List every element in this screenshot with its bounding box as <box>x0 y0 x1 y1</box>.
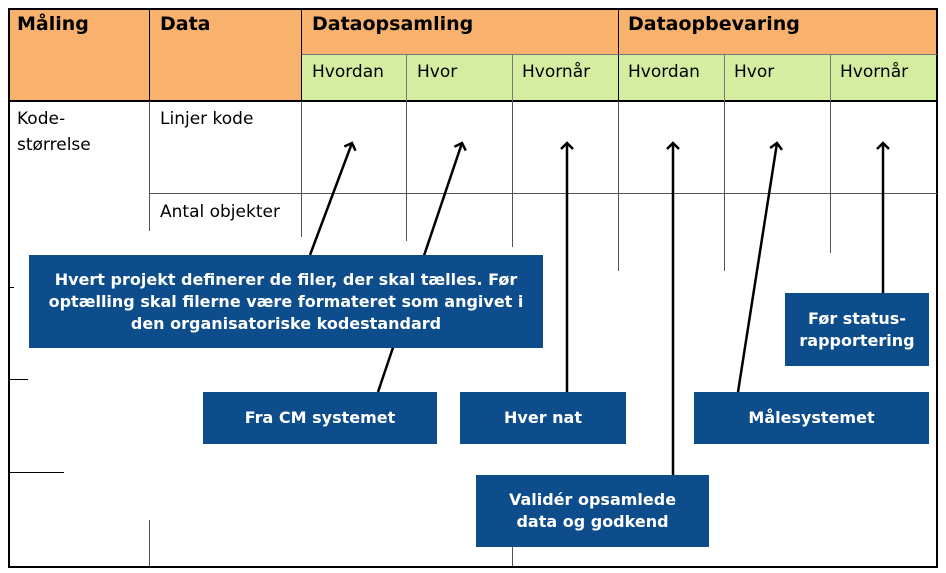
left-tick-3 <box>8 472 64 473</box>
table-border-left <box>8 8 10 568</box>
subheader-hvor-1: Hvor <box>417 62 458 82</box>
data-row-divider <box>149 193 937 194</box>
table-border-bottom <box>8 566 938 568</box>
subheader-div-5 <box>830 54 831 101</box>
callout-cm-systemet: Fra CM systemet <box>203 392 437 444</box>
header-col-divider-2 <box>301 8 302 101</box>
subheader-div-4 <box>724 54 725 101</box>
body-col-divider-4 <box>512 101 513 247</box>
subheader-hvornaar-1: Hvornår <box>522 62 591 82</box>
subheader-hvordan-1: Hvordan <box>312 62 384 82</box>
body-col-divider-1 <box>149 101 150 231</box>
callout-projekt: Hvert projekt definerer de filer, der sk… <box>29 255 543 348</box>
header-col-divider-1 <box>149 8 150 101</box>
subheader-div-1 <box>406 54 407 101</box>
data-antal-objekter: Antal objekter <box>160 202 280 222</box>
body-col-divider-6 <box>724 101 725 271</box>
body-col-divider-1b <box>149 520 150 566</box>
arrow-maale <box>736 141 784 393</box>
header-data: Data <box>160 13 211 35</box>
arrow-projekt <box>308 141 357 256</box>
callout-validate: Validér opsamlede data og godkend <box>476 475 709 547</box>
subheader-top-line <box>302 54 937 55</box>
subheader-hvor-2: Hvor <box>734 62 775 82</box>
table-border-top <box>8 8 937 10</box>
subheader-hvornaar-2: Hvornår <box>840 62 909 82</box>
header-dataopbevaring: Dataopbevaring <box>628 13 800 35</box>
header-maaling: Måling <box>17 13 89 35</box>
row-label-kode-line2: størrelse <box>17 135 91 155</box>
subheader-div-2 <box>512 54 513 101</box>
subheader-hvordan-2: Hvordan <box>628 62 700 82</box>
callout-status: Før status-rapportering <box>785 293 929 366</box>
body-col-divider-5 <box>618 101 619 271</box>
body-col-divider-3 <box>406 101 407 241</box>
left-tick-1 <box>8 287 14 288</box>
data-linjer-kode: Linjer kode <box>160 109 254 129</box>
body-col-divider-2 <box>301 101 302 237</box>
header-bottom-line <box>8 100 937 102</box>
body-col-divider-7 <box>830 101 831 253</box>
row-label-kode: Kode- størrelse <box>17 106 91 158</box>
callout-hver-nat: Hver nat <box>460 392 626 444</box>
callout-maalesystemet: Målesystemet <box>694 392 929 444</box>
table-border-right <box>936 8 938 568</box>
row-label-kode-line1: Kode- <box>17 109 66 129</box>
subheader-row <box>302 54 937 101</box>
left-tick-2 <box>8 379 28 380</box>
header-dataopsamling: Dataopsamling <box>312 13 474 35</box>
